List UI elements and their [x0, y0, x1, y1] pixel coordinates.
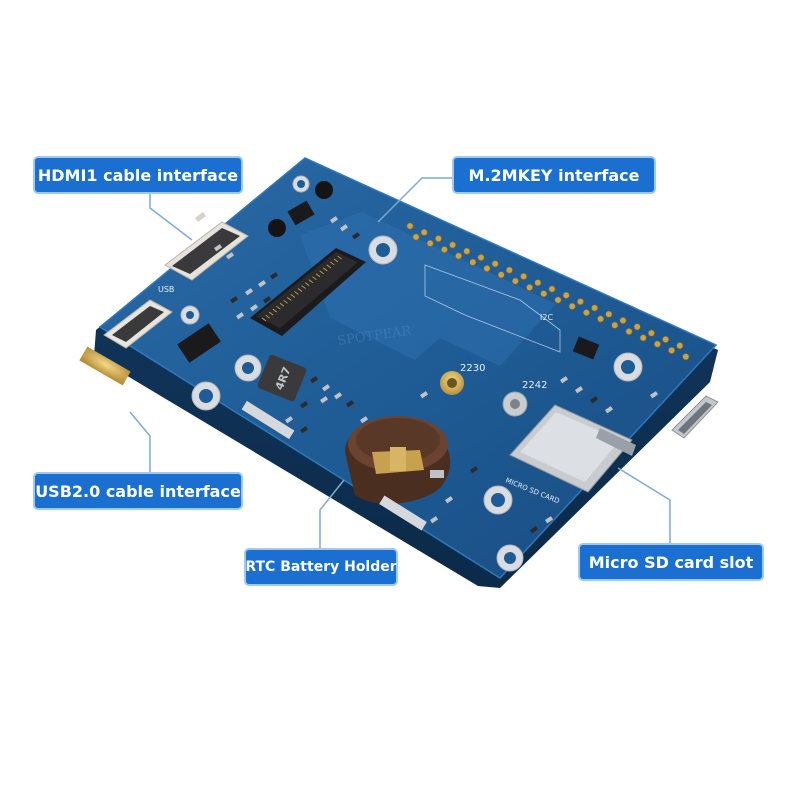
inductor: 4R7 [257, 354, 307, 402]
callout-usb-interface: USB2.0 cable interface [33, 472, 243, 510]
usb-silk-label: USB [158, 285, 174, 294]
usb-c-port [671, 395, 719, 439]
leader-line-usb [129, 411, 151, 472]
size-2242-label: 2242 [522, 380, 547, 391]
ic-chips [177, 181, 600, 363]
gpio-header [406, 222, 690, 361]
callout-micro-sd-slot: Micro SD card slot [578, 543, 764, 581]
i2c-label: I2C [540, 313, 553, 322]
leader-lines [129, 177, 671, 548]
gold-edge-contacts [79, 346, 131, 386]
leader-line-rtc [319, 479, 345, 548]
bottom-edge-connectors [241, 400, 427, 531]
smd-components [213, 216, 659, 534]
usb-fpc-connector: USB [103, 285, 174, 349]
leader-line-sd [617, 467, 671, 543]
callout-hdmi-interface: HDMI1 cable interface [33, 156, 243, 194]
hdmi-fpc-connector [164, 211, 249, 281]
m2-connector-pins [261, 255, 342, 322]
leader-line-m2key [377, 177, 452, 223]
callout-rtc-battery-holder: RTC Battery Holder [244, 548, 398, 586]
micro-sd-slot: MICRO SD CARD [504, 404, 636, 505]
mounting-holes [180, 175, 643, 572]
leader-line-hdmi [149, 192, 193, 241]
rtc-battery-holder [345, 416, 451, 504]
callout-m2-key-interface: M.2MKEY interface [452, 156, 656, 194]
silkscreen-table: I2C [424, 264, 561, 353]
m2-connector [250, 248, 366, 336]
m2-standoffs: 2230 2242 [440, 363, 547, 417]
size-2230-label: 2230 [460, 363, 485, 374]
